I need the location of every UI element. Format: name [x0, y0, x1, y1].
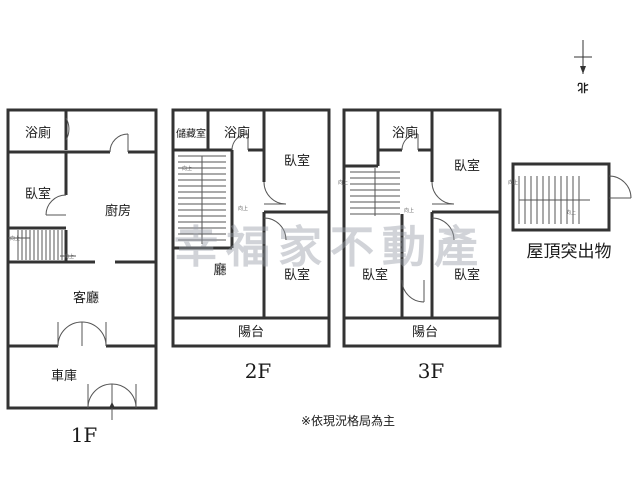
stair-mark-3f: 向上 — [338, 179, 348, 186]
stair-mark-1f-b: 向上 — [64, 253, 74, 260]
f2-bedroom1-label: 臥室 — [284, 153, 310, 169]
f1-bedroom-label: 臥室 — [25, 186, 51, 202]
f3-balcony-label: 陽台 — [412, 325, 438, 340]
stair-mark-3f-b: 向上 — [404, 207, 414, 214]
staircase-1f — [8, 230, 76, 260]
floor-3f-plan: 向上 向上 浴廁 臥室 臥室 臥室 陽台 3F — [338, 108, 502, 383]
f3-bedroom2-label: 臥室 — [362, 267, 388, 283]
f3-bath-label: 浴廁 — [392, 125, 418, 141]
f2-balcony-label: 陽台 — [238, 325, 264, 340]
north-arrow-icon: 北 — [574, 40, 592, 95]
staircase-2f — [178, 155, 226, 244]
floor-2f-plan: 向上 向上 儲藏室 浴廁 臥室 廳 臥室 陽台 2F — [171, 108, 331, 383]
f2-storage-label: 儲藏室 — [176, 127, 206, 140]
stair-mark-2f: 向上 — [182, 165, 192, 172]
f3-bedroom3-label: 臥室 — [454, 267, 480, 283]
floor-label-3f: 3F — [418, 359, 445, 383]
stair-mark-2f-b: 向上 — [238, 205, 248, 212]
f2-hall-label: 廳 — [213, 262, 226, 278]
f1-garage-label: 車庫 — [51, 369, 77, 384]
stair-mark-1f: 向上 — [10, 235, 20, 242]
f1-living-label: 客廳 — [73, 290, 99, 306]
f2-bedroom2-label: 臥室 — [284, 267, 310, 283]
f1-kitchen-label: 廚房 — [105, 203, 131, 219]
stair-mark-roof-b: 向上 — [566, 209, 576, 216]
floor-label-1f: 1F — [71, 423, 98, 447]
watermark-text: 幸福家不動產 — [174, 222, 486, 273]
stair-mark-roof: 向上 — [508, 179, 518, 186]
staircase-3f — [350, 168, 400, 216]
roof-plan: 向上 向上 屋頂突出物 — [508, 162, 632, 262]
floor-1f-plan: 向上 向上 浴廁 臥室 廚房 客廳 車庫 1F — [6, 108, 158, 447]
f3-bedroom1-label: 臥室 — [454, 158, 480, 174]
roof-label: 屋頂突出物 — [527, 242, 612, 262]
floor-label-2f: 2F — [245, 359, 272, 383]
f1-bath-label: 浴廁 — [25, 125, 51, 141]
f2-bath-label: 浴廁 — [224, 125, 250, 141]
north-label: 北 — [578, 81, 589, 95]
layout-note: ※依現況格局為主 — [301, 413, 395, 428]
